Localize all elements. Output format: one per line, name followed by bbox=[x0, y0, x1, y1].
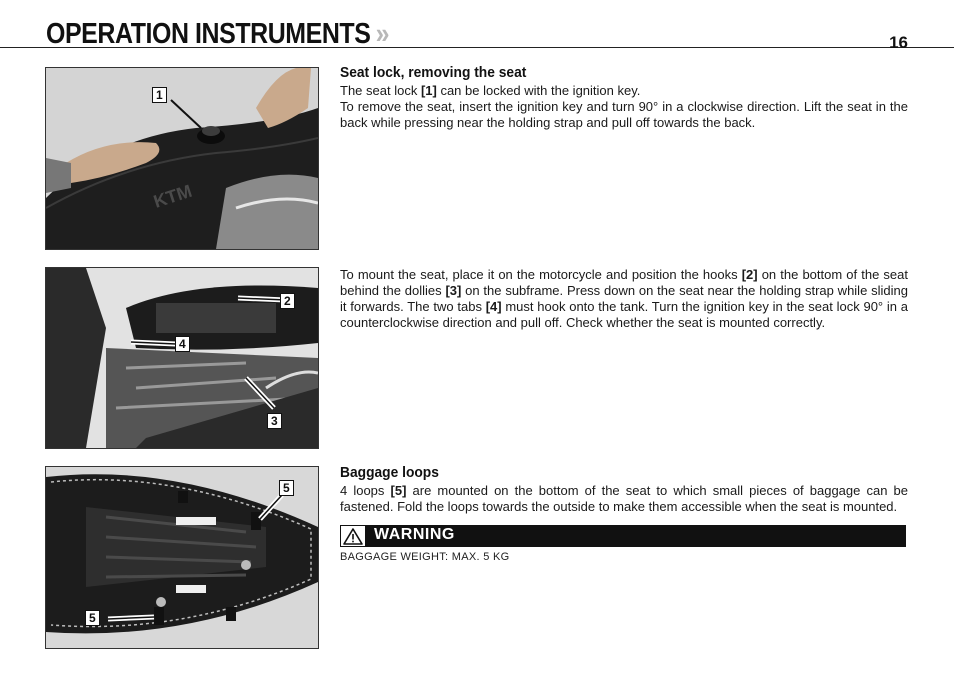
seat-mounting-illustration bbox=[46, 268, 318, 448]
paragraph-seat-lock: The seat lock [1] can be locked with the… bbox=[340, 83, 908, 99]
photo-baggage-loops: 5 5 bbox=[45, 466, 319, 649]
page-title-text: OPERATION INSTRUMENTS bbox=[46, 18, 371, 50]
seat-lock-illustration: KTM bbox=[46, 68, 318, 249]
text-run: The seat lock bbox=[340, 83, 421, 98]
chevron-icon: » bbox=[375, 18, 390, 50]
callout-2: 2 bbox=[280, 293, 295, 309]
paragraph-mounting-seat: To mount the seat, place it on the motor… bbox=[340, 267, 908, 331]
callout-4: 4 bbox=[175, 336, 190, 352]
text-run: To mount the seat, place it on the motor… bbox=[340, 267, 742, 282]
warning-label: WARNING bbox=[374, 526, 455, 543]
warning-triangle-icon bbox=[343, 528, 363, 545]
text-run: are mounted on the bottom of the seat to… bbox=[340, 483, 908, 514]
text-run: on the bottom of the seat behind the dol… bbox=[340, 267, 908, 298]
reference-5: [5] bbox=[390, 483, 407, 498]
text-run: on the subframe. Press down on the seat … bbox=[340, 283, 908, 314]
section-heading-seat-lock: Seat lock, removing the seat bbox=[340, 64, 527, 81]
callout-3: 3 bbox=[267, 413, 282, 429]
photo-seat-mounting: 2 4 3 bbox=[45, 267, 319, 449]
reference-3: [3] bbox=[445, 283, 462, 298]
photo-seat-lock: KTM 1 bbox=[45, 67, 319, 250]
warning-icon-box bbox=[340, 525, 366, 547]
text-run: 4 loops bbox=[340, 483, 391, 498]
section-seat-lock: Seat lock, removing the seat The seat lo… bbox=[340, 65, 908, 131]
paragraph-removing-seat: To remove the seat, insert the ignition … bbox=[340, 99, 908, 130]
reference-1: [1] bbox=[420, 83, 437, 98]
section-heading-baggage-loops: Baggage loops bbox=[340, 464, 439, 481]
page-number: 16 bbox=[889, 33, 908, 52]
header-divider bbox=[0, 47, 954, 48]
reference-2: [2] bbox=[741, 267, 758, 282]
page-title: OPERATION INSTRUMENTS» bbox=[46, 18, 389, 51]
reference-4: [4] bbox=[485, 299, 502, 314]
text-run: can be locked with the ignition key. bbox=[436, 83, 641, 98]
paragraph-baggage-loops: 4 loops [5] are mounted on the bottom of… bbox=[340, 483, 908, 515]
warning-banner: WARNING bbox=[340, 525, 906, 547]
section-mounting-seat: To mount the seat, place it on the motor… bbox=[340, 267, 908, 331]
text-run: must hook onto the tank. Turn the igniti… bbox=[340, 299, 908, 330]
section-baggage-loops: Baggage loops 4 loops [5] are mounted on… bbox=[340, 465, 908, 515]
callout-1: 1 bbox=[152, 87, 167, 103]
callout-5-bottom: 5 bbox=[85, 610, 100, 626]
callout-5-top: 5 bbox=[279, 480, 294, 496]
warning-text: BAGGAGE WEIGHT: MAX. 5 KG bbox=[340, 551, 510, 563]
